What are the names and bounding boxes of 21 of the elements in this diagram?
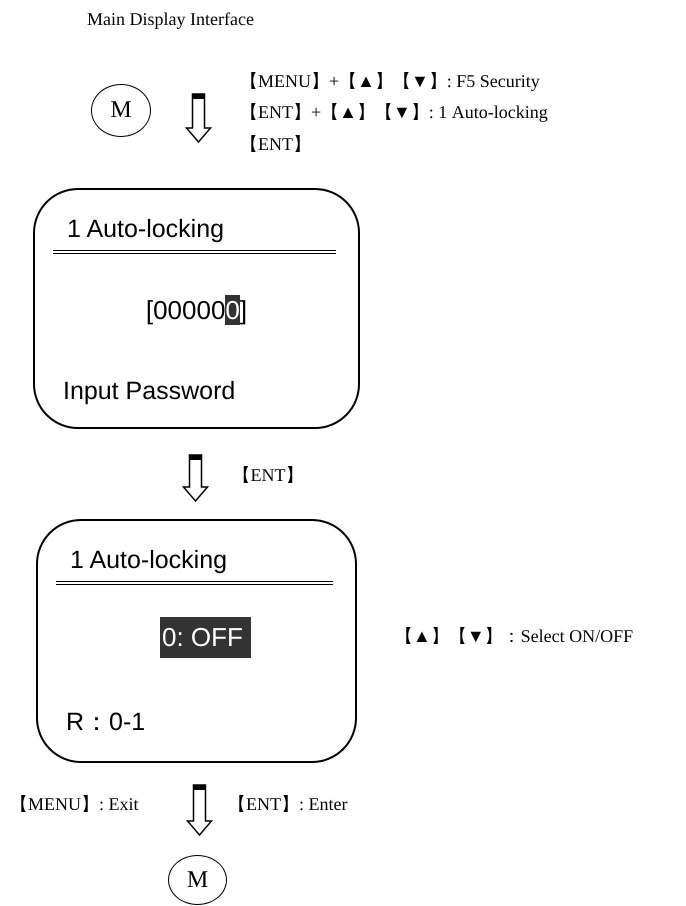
instruction-text: 【ENT】 (240, 135, 311, 155)
instruction-text: 【MENU】+【▲】【▼】: F5 Security (240, 72, 540, 92)
instruction-text: 【ENT】: Enter (228, 795, 348, 815)
hollow-arrow (182, 454, 210, 502)
hollow-arrow (186, 784, 214, 836)
screen-hint: Input Password (63, 378, 236, 406)
screen-value: [000000] (144, 296, 248, 325)
edge-label: 【ENT】 (232, 466, 304, 486)
screen-hint: R：0-1 (66, 709, 146, 736)
title: Main Display Interface (87, 10, 254, 30)
display-screen (36, 519, 357, 763)
instruction-text: 【▲】【▼】：Select ON/OFF (395, 627, 634, 647)
screen-title: 1 Auto-locking (67, 216, 224, 244)
key-circle: M (168, 855, 227, 905)
instruction-text: 【ENT】+【▲】【▼】: 1 Auto-locking (240, 103, 548, 123)
display-screen (33, 188, 360, 429)
key-circle: M (91, 84, 151, 137)
instruction-text: 【MENU】: Exit (10, 795, 138, 815)
screen-value: 0: OFF (160, 617, 251, 658)
hollow-arrow (184, 93, 212, 144)
screen-title: 1 Auto-locking (70, 547, 228, 574)
